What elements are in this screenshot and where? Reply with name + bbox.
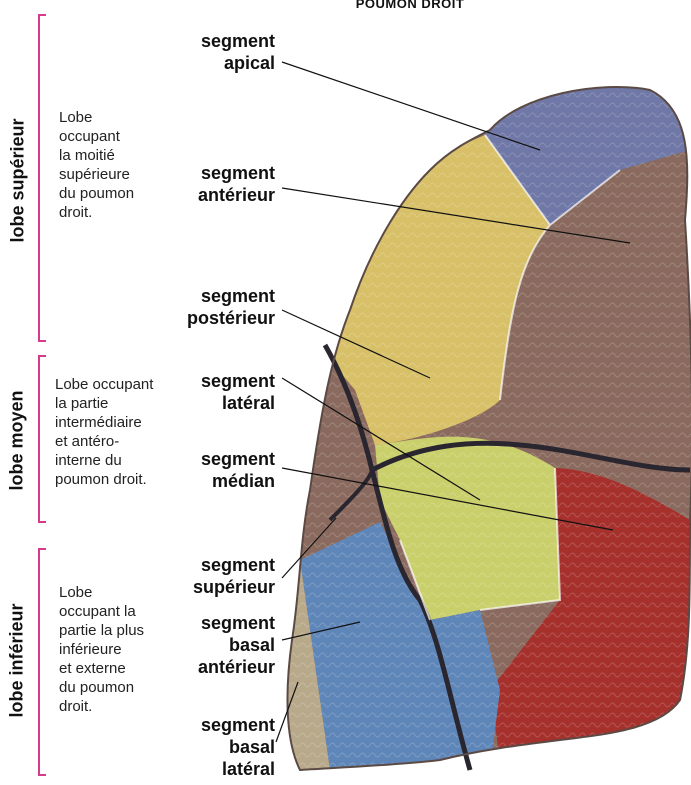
lobe-inferior-label: lobe inférieur [7, 596, 28, 726]
lobe-inferior-bracket [38, 548, 46, 776]
lobe-middle-bracket [38, 355, 46, 523]
lobe-superior-label: lobe supérieur [8, 111, 29, 251]
lobe-middle-label: lobe moyen [7, 381, 28, 501]
lobe-superior-bracket [38, 14, 46, 342]
